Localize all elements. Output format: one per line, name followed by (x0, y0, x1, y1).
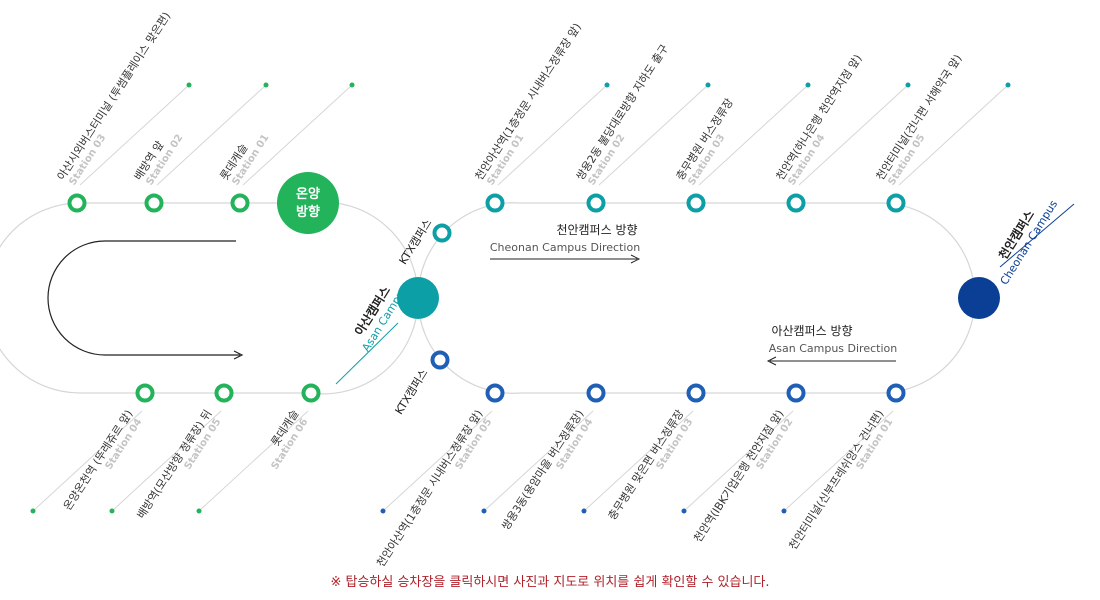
station-stop-bottom-right-1[interactable] (485, 383, 505, 403)
right-loop-track (417, 202, 976, 394)
station-stop-bottom-left-3[interactable] (301, 383, 321, 403)
asan-campus-hub[interactable] (397, 277, 439, 319)
leader-dot (186, 82, 192, 88)
leader-line (198, 410, 309, 512)
notice-text: ※ 탑승하실 승차장을 클릭하시면 사진과 지도로 위치를 쉽게 확인할 수 있… (330, 575, 769, 590)
station-stop-bottom-right-2[interactable] (586, 383, 606, 403)
leader-line (156, 84, 267, 186)
station-label: 천안터미널(건너편 서해약국 앞)Station 05 (873, 52, 965, 188)
leader-dot (905, 82, 911, 88)
onyang-hub[interactable] (277, 172, 339, 234)
station-stop-top-left-1[interactable] (67, 193, 87, 213)
station-label: 천안역(하나은행 천안역지점 앞)Station 04 (773, 52, 865, 188)
cheonan-campus-underline (999, 203, 1075, 268)
leader-dot (581, 508, 587, 514)
station-name: 쌍용2동 불당대로방향 지하도 출구 (573, 42, 671, 183)
station-stop-top-left-2[interactable] (144, 193, 164, 213)
cheonan-campus-hub[interactable] (958, 277, 1000, 319)
station-name: 천안역(하나은행 천안역지점 앞) (773, 52, 865, 183)
leader-dot (109, 508, 115, 514)
leader-line (111, 410, 222, 512)
leader-dot (681, 508, 687, 514)
onyang-hub-label-1: 온양 (296, 187, 320, 202)
leader-dot (705, 82, 711, 88)
station-label: 쌍용3동(용암마을 버스정류장)Station 04 (499, 408, 595, 533)
leader-line (598, 84, 709, 186)
leader-dot (481, 508, 487, 514)
leader-dot (196, 508, 202, 514)
asan-direction-kr: 아산캠퍼스 방향 (771, 324, 852, 338)
leader-line (798, 84, 909, 186)
station-name: 배방역(모산방향 정류장) 뒤 (134, 408, 214, 522)
leader-dot (805, 82, 811, 88)
ktx-stop-lower[interactable] (430, 350, 450, 370)
asan-campus-underline (335, 322, 399, 385)
onyang-hub-label-2: 방향 (296, 204, 320, 220)
left-arrow-head (233, 350, 244, 360)
leader-line (898, 84, 1009, 186)
left-loop-track (0, 201, 419, 395)
station-label: 천안아산역(1층정문 시내버스정류장 앞)Station 01 (472, 20, 584, 187)
station-name: 천안터미널(건너편 서해약국 앞) (873, 52, 965, 183)
cheonan-direction-kr: 천안캠퍼스 방향 (556, 222, 637, 237)
station-stop-top-left-3[interactable] (230, 193, 250, 213)
leader-line (683, 410, 794, 512)
station-stop-top-right-3[interactable] (686, 193, 706, 213)
left-direction-arrow (47, 240, 240, 356)
station-stop-bottom-right-4[interactable] (786, 383, 806, 403)
station-stop-bottom-left-2[interactable] (214, 383, 234, 403)
station-name: 천안아산역(1층정문 시내버스정류장 앞) (373, 407, 485, 569)
station-stop-top-right-5[interactable] (886, 193, 906, 213)
ktx-label-upper: KTX캠퍼스 (397, 217, 435, 267)
leader-dot (1005, 82, 1011, 88)
station-name: 충무병원 맞은편 버스정류장 (606, 408, 687, 523)
leader-dot (263, 82, 269, 88)
cheonan-direction-en: Cheonan Campus Direction (490, 241, 640, 254)
station-name: 천안터미널(신부프레쉬앙스 건너편) (786, 407, 887, 552)
leader-dot (349, 82, 355, 88)
station-stop-bottom-right-3[interactable] (686, 383, 706, 403)
ktx-label-lower: KTX캠퍼스 (393, 367, 431, 417)
leader-line (497, 84, 608, 186)
station-label: 천안역(IBK기업은행 천안지점 앞)Station 02 (690, 407, 795, 545)
asan-direction-en: Asan Campus Direction (769, 342, 898, 355)
station-name: 쌍용3동(용암마을 버스정류장) (499, 408, 586, 533)
asan-arrow-head (766, 356, 777, 366)
station-stop-bottom-right-5[interactable] (886, 383, 906, 403)
leader-line (483, 410, 594, 512)
station-stop-top-right-2[interactable] (586, 193, 606, 213)
station-label: 천안아산역(1층정문 시내버스정류장 앞)Station 05 (373, 407, 494, 569)
ktx-stop-upper[interactable] (432, 223, 452, 243)
leader-dot (30, 508, 36, 514)
leader-dot (781, 508, 787, 514)
leader-line (32, 410, 143, 512)
station-stop-top-right-4[interactable] (786, 193, 806, 213)
station-stop-bottom-left-1[interactable] (135, 383, 155, 403)
leader-line (242, 84, 353, 186)
station-name: 천안역(IBK기업은행 천안지점 앞) (690, 407, 786, 545)
station-name: 천안아산역(1층정문 시내버스정류장 앞) (472, 20, 584, 182)
leader-dot (604, 82, 610, 88)
station-label: 온양온천역 (뚜레쥬르 앞)Station 04 (60, 407, 144, 513)
leader-line (783, 410, 894, 512)
leader-line (583, 410, 694, 512)
cheonan-arrow-head (630, 254, 641, 264)
station-stop-top-right-1[interactable] (485, 193, 505, 213)
leader-line (698, 84, 809, 186)
leader-dot (380, 508, 386, 514)
station-name: 온양온천역 (뚜레쥬르 앞) (60, 407, 135, 513)
leader-line (79, 84, 190, 186)
leader-line (382, 410, 493, 512)
station-label: 천안터미널(신부프레쉬앙스 건너편)Station 01 (786, 407, 896, 552)
